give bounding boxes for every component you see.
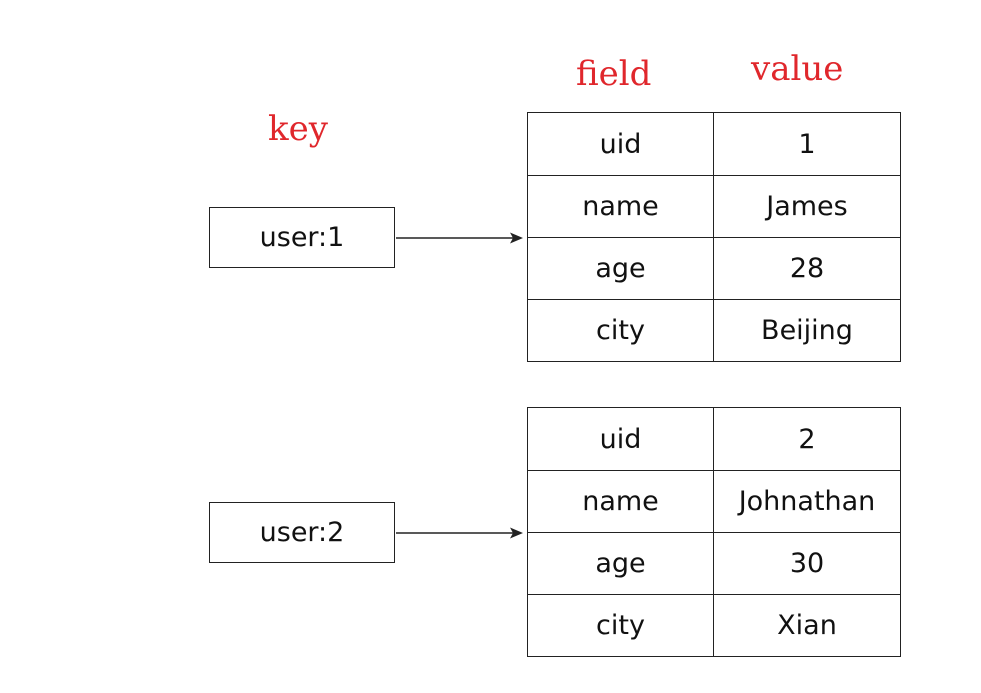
key-box-user-2: user:2 xyxy=(209,502,395,563)
value-column-header: value xyxy=(751,49,844,89)
value-cell: Johnathan xyxy=(738,486,876,517)
field-cell: uid xyxy=(528,113,714,175)
hash-row: city Beijing xyxy=(528,299,900,361)
field-cell: age xyxy=(528,238,714,299)
key-label: user:1 xyxy=(259,222,345,253)
key-label: user:2 xyxy=(259,517,345,548)
field-cell: name xyxy=(528,176,714,237)
field-cell: age xyxy=(528,533,714,594)
field-cell: city xyxy=(528,595,714,656)
value-cell: 30 xyxy=(789,548,825,579)
hash-row: age 30 xyxy=(528,532,900,594)
hash-row: name Johnathan xyxy=(528,470,900,532)
value-cell: Beijing xyxy=(761,315,853,346)
hash-row: name James xyxy=(528,175,900,237)
value-cell: 2 xyxy=(798,423,816,455)
field-cell: name xyxy=(528,471,714,532)
hash-row: age 28 xyxy=(528,237,900,299)
hash-table-user-2: uid 2 name Johnathan age 30 city Xian xyxy=(527,407,901,657)
field-column-header: field xyxy=(576,54,652,94)
arrow-right-icon xyxy=(396,527,523,539)
key-box-user-1: user:1 xyxy=(209,207,395,268)
key-column-header: key xyxy=(268,109,328,149)
field-cell: city xyxy=(528,300,714,361)
hash-row: city Xian xyxy=(528,594,900,656)
value-cell: James xyxy=(766,191,848,222)
hash-row: uid 1 xyxy=(528,113,900,175)
value-cell: Xian xyxy=(777,610,837,641)
field-cell: uid xyxy=(528,408,714,470)
arrow-right-icon xyxy=(396,232,523,244)
hash-row: uid 2 xyxy=(528,408,900,470)
hash-table-user-1: uid 1 name James age 28 city Beijing xyxy=(527,112,901,362)
value-cell: 28 xyxy=(789,253,825,284)
value-cell: 1 xyxy=(798,128,816,160)
